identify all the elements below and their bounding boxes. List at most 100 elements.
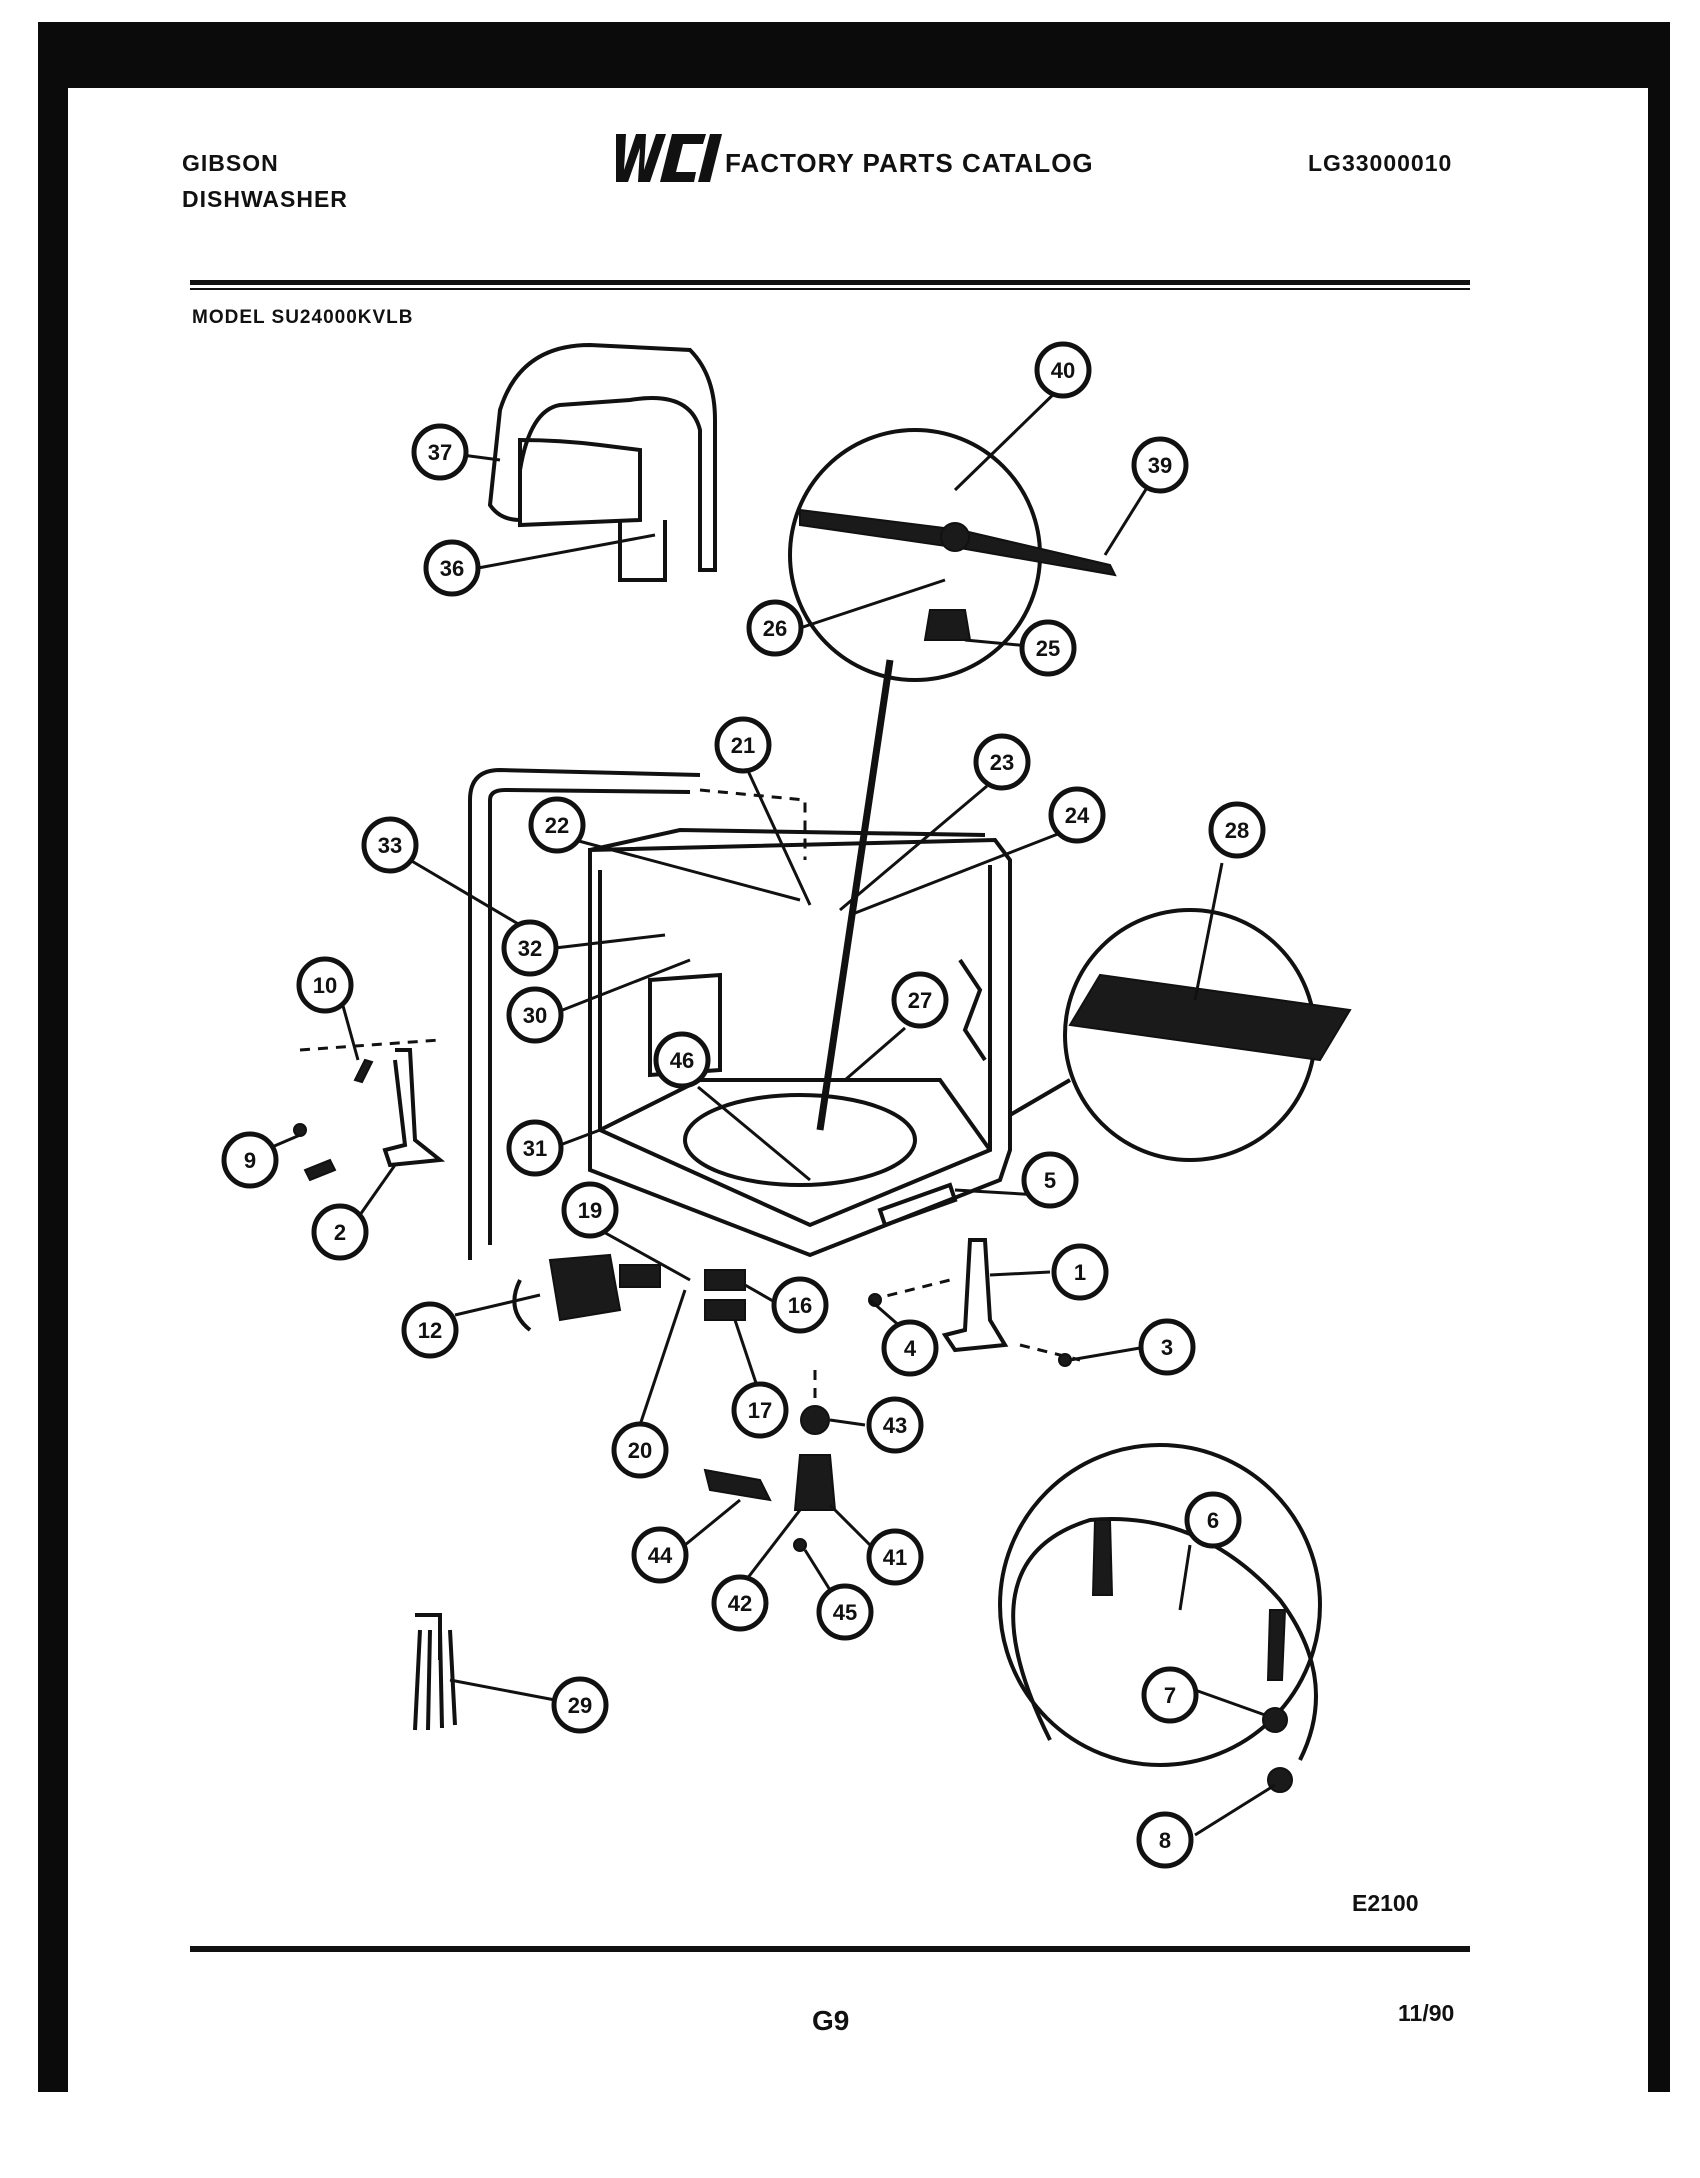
catalog-title: FACTORY PARTS CATALOG	[725, 148, 1094, 178]
callout-43: 43	[866, 1396, 924, 1454]
callout-42: 42	[711, 1574, 769, 1632]
header-rule	[190, 280, 1470, 285]
callout-label: 5	[1044, 1168, 1056, 1193]
callout-6: 6	[1184, 1491, 1242, 1549]
callout-label: 7	[1164, 1683, 1176, 1708]
model-number: MODEL SU24000KVLB	[192, 307, 414, 328]
callout-label: 4	[904, 1336, 917, 1361]
callout-label: 46	[670, 1048, 694, 1073]
left-border	[38, 22, 68, 2092]
callout-9: 9	[221, 1131, 279, 1189]
product-type: DISHWASHER	[182, 186, 348, 212]
figure-code: E2100	[1352, 1890, 1419, 1916]
callout-10: 10	[296, 956, 354, 1014]
pump-motor	[512, 1253, 746, 1332]
callout-label: 24	[1065, 803, 1090, 828]
callout-29: 29	[551, 1676, 609, 1734]
spray-lead	[816, 659, 894, 1131]
callout-7: 7	[1141, 1666, 1199, 1724]
hose-detail-circle	[998, 1443, 1322, 1767]
callout-27: 27	[891, 971, 949, 1029]
callout-12: 12	[401, 1301, 459, 1359]
callout-2: 2	[311, 1203, 369, 1261]
callout-25: 25	[1019, 619, 1077, 677]
callout-label: 9	[244, 1148, 256, 1173]
callout-leaders	[264, 383, 1276, 1837]
fill-tube	[468, 767, 701, 1260]
callout-44: 44	[631, 1526, 689, 1584]
callout-5: 5	[1021, 1151, 1079, 1209]
callout-33: 33	[361, 816, 419, 874]
callout-label: 6	[1207, 1508, 1219, 1533]
footer-rule	[190, 1946, 1470, 1952]
callout-label: 43	[883, 1413, 907, 1438]
callout-label: 31	[523, 1136, 547, 1161]
callout-label: 42	[728, 1591, 752, 1616]
callout-37: 37	[411, 423, 469, 481]
callout-label: 28	[1225, 818, 1249, 843]
callout-label: 17	[748, 1398, 772, 1423]
callout-label: 45	[833, 1600, 857, 1625]
callout-label: 27	[908, 988, 932, 1013]
callout-label: 8	[1159, 1828, 1171, 1853]
callout-22: 22	[528, 796, 586, 854]
page-number: G9	[812, 2005, 850, 2036]
callout-17: 17	[731, 1381, 789, 1439]
callout-label: 40	[1051, 358, 1075, 383]
header-rule-thin	[190, 288, 1470, 290]
callout-label: 12	[418, 1318, 442, 1343]
callout-label: 21	[731, 733, 755, 758]
callout-39: 39	[1131, 436, 1189, 494]
callout-label: 2	[334, 1220, 346, 1245]
callout-1: 1	[1051, 1243, 1109, 1301]
callout-19: 19	[561, 1181, 619, 1239]
callout-46: 46	[653, 1031, 711, 1089]
front-trim-strip	[877, 1182, 958, 1228]
brand-name: GIBSON	[182, 150, 279, 176]
callout-label: 41	[883, 1545, 907, 1570]
inlet-hose	[1011, 1517, 1318, 1761]
callout-30: 30	[506, 986, 564, 1044]
callout-4: 4	[881, 1319, 939, 1377]
callout-41: 41	[866, 1528, 924, 1586]
callout-26: 26	[746, 599, 804, 657]
callout-label: 10	[313, 973, 337, 998]
callout-label: 36	[440, 556, 464, 581]
callout-label: 29	[568, 1693, 592, 1718]
left-mounting-bracket	[382, 1048, 446, 1168]
callout-32: 32	[501, 919, 559, 977]
callout-label: 19	[578, 1198, 602, 1223]
page-frame	[38, 22, 1670, 2092]
right-mounting-bracket	[941, 1238, 1009, 1353]
callout-label: 16	[788, 1293, 812, 1318]
callout-45: 45	[816, 1583, 874, 1641]
drain-parts	[703, 1370, 837, 1552]
top-border	[38, 22, 1668, 88]
wci-logo	[610, 130, 728, 186]
dish-rack	[1068, 973, 1352, 1062]
callout-23: 23	[973, 733, 1031, 791]
upper-dome-part	[487, 342, 717, 582]
callout-40: 40	[1034, 341, 1092, 399]
callout-label: 39	[1148, 453, 1172, 478]
callout-31: 31	[506, 1119, 564, 1177]
callout-label: 44	[648, 1543, 673, 1568]
callout-20: 20	[611, 1421, 669, 1479]
callout-label: 37	[428, 440, 452, 465]
callout-label: 22	[545, 813, 569, 838]
callout-8: 8	[1136, 1811, 1194, 1869]
tub-assembly	[588, 827, 1012, 1258]
callout-label: 30	[523, 1003, 547, 1028]
callout-label: 23	[990, 750, 1014, 775]
callout-label: 32	[518, 936, 542, 961]
revision-date: 11/90	[1398, 2000, 1455, 2026]
document-number: LG33000010	[1308, 150, 1453, 176]
callout-label: 25	[1036, 636, 1060, 661]
callout-16: 16	[771, 1276, 829, 1334]
callout-label: 20	[628, 1438, 652, 1463]
callout-21: 21	[714, 716, 772, 774]
callout-label: 26	[763, 616, 787, 641]
callout-28: 28	[1208, 801, 1266, 859]
